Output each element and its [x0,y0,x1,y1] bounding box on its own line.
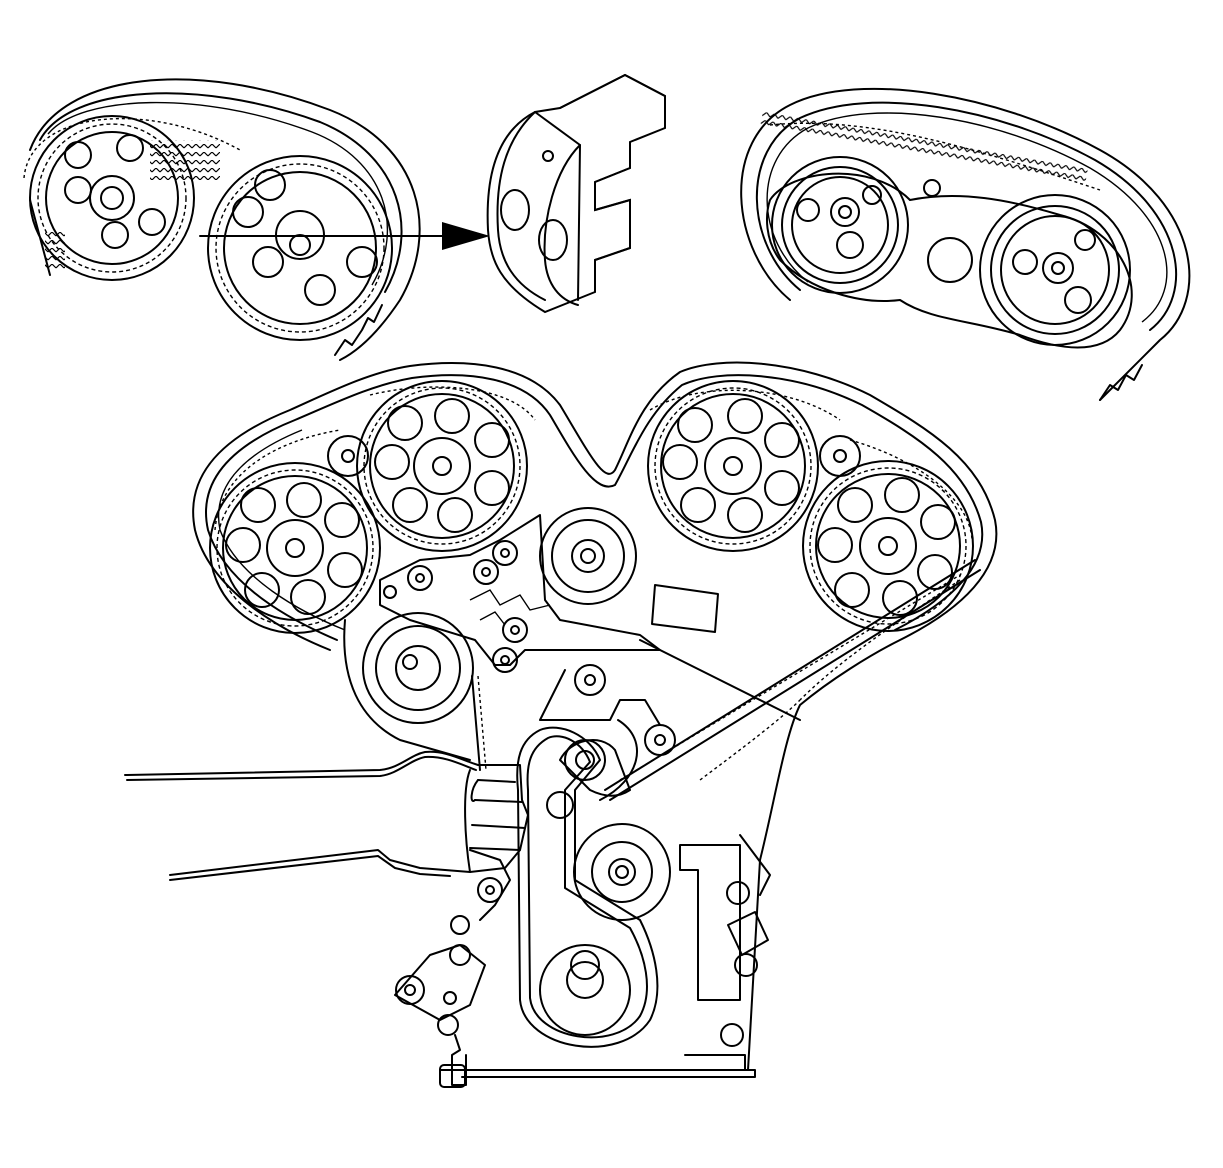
camshaft-sprocket-b [356,380,528,552]
camshaft-sprocket-right-1 [771,156,909,294]
camshaft-sprocket-right-2 [979,194,1131,346]
camshaft-sprocket-a [209,462,381,634]
camshaft-sprocket-d [802,460,974,632]
camshaft-sprocket-left-2 [207,155,393,341]
idler-pulley-right [819,435,861,477]
center-idler-pulley [539,507,637,605]
engine-front-timing-layout [124,361,998,1088]
camshaft-sprocket-detail-left [23,78,490,361]
water-pump-pulley [573,823,671,921]
camshaft-sprocket-left-1 [29,115,195,281]
arrow-head-icon [442,222,490,250]
camshaft-sprocket-detail-right [740,87,1191,401]
technician-hand [124,750,529,881]
blank-plate [651,584,719,633]
camshaft-sprocket-c [647,380,819,552]
crankshaft-sprocket [516,726,659,1048]
tensioner-pulley [362,612,474,724]
idler-pulley-left [327,435,369,477]
camshaft-locking-tool [486,73,666,314]
